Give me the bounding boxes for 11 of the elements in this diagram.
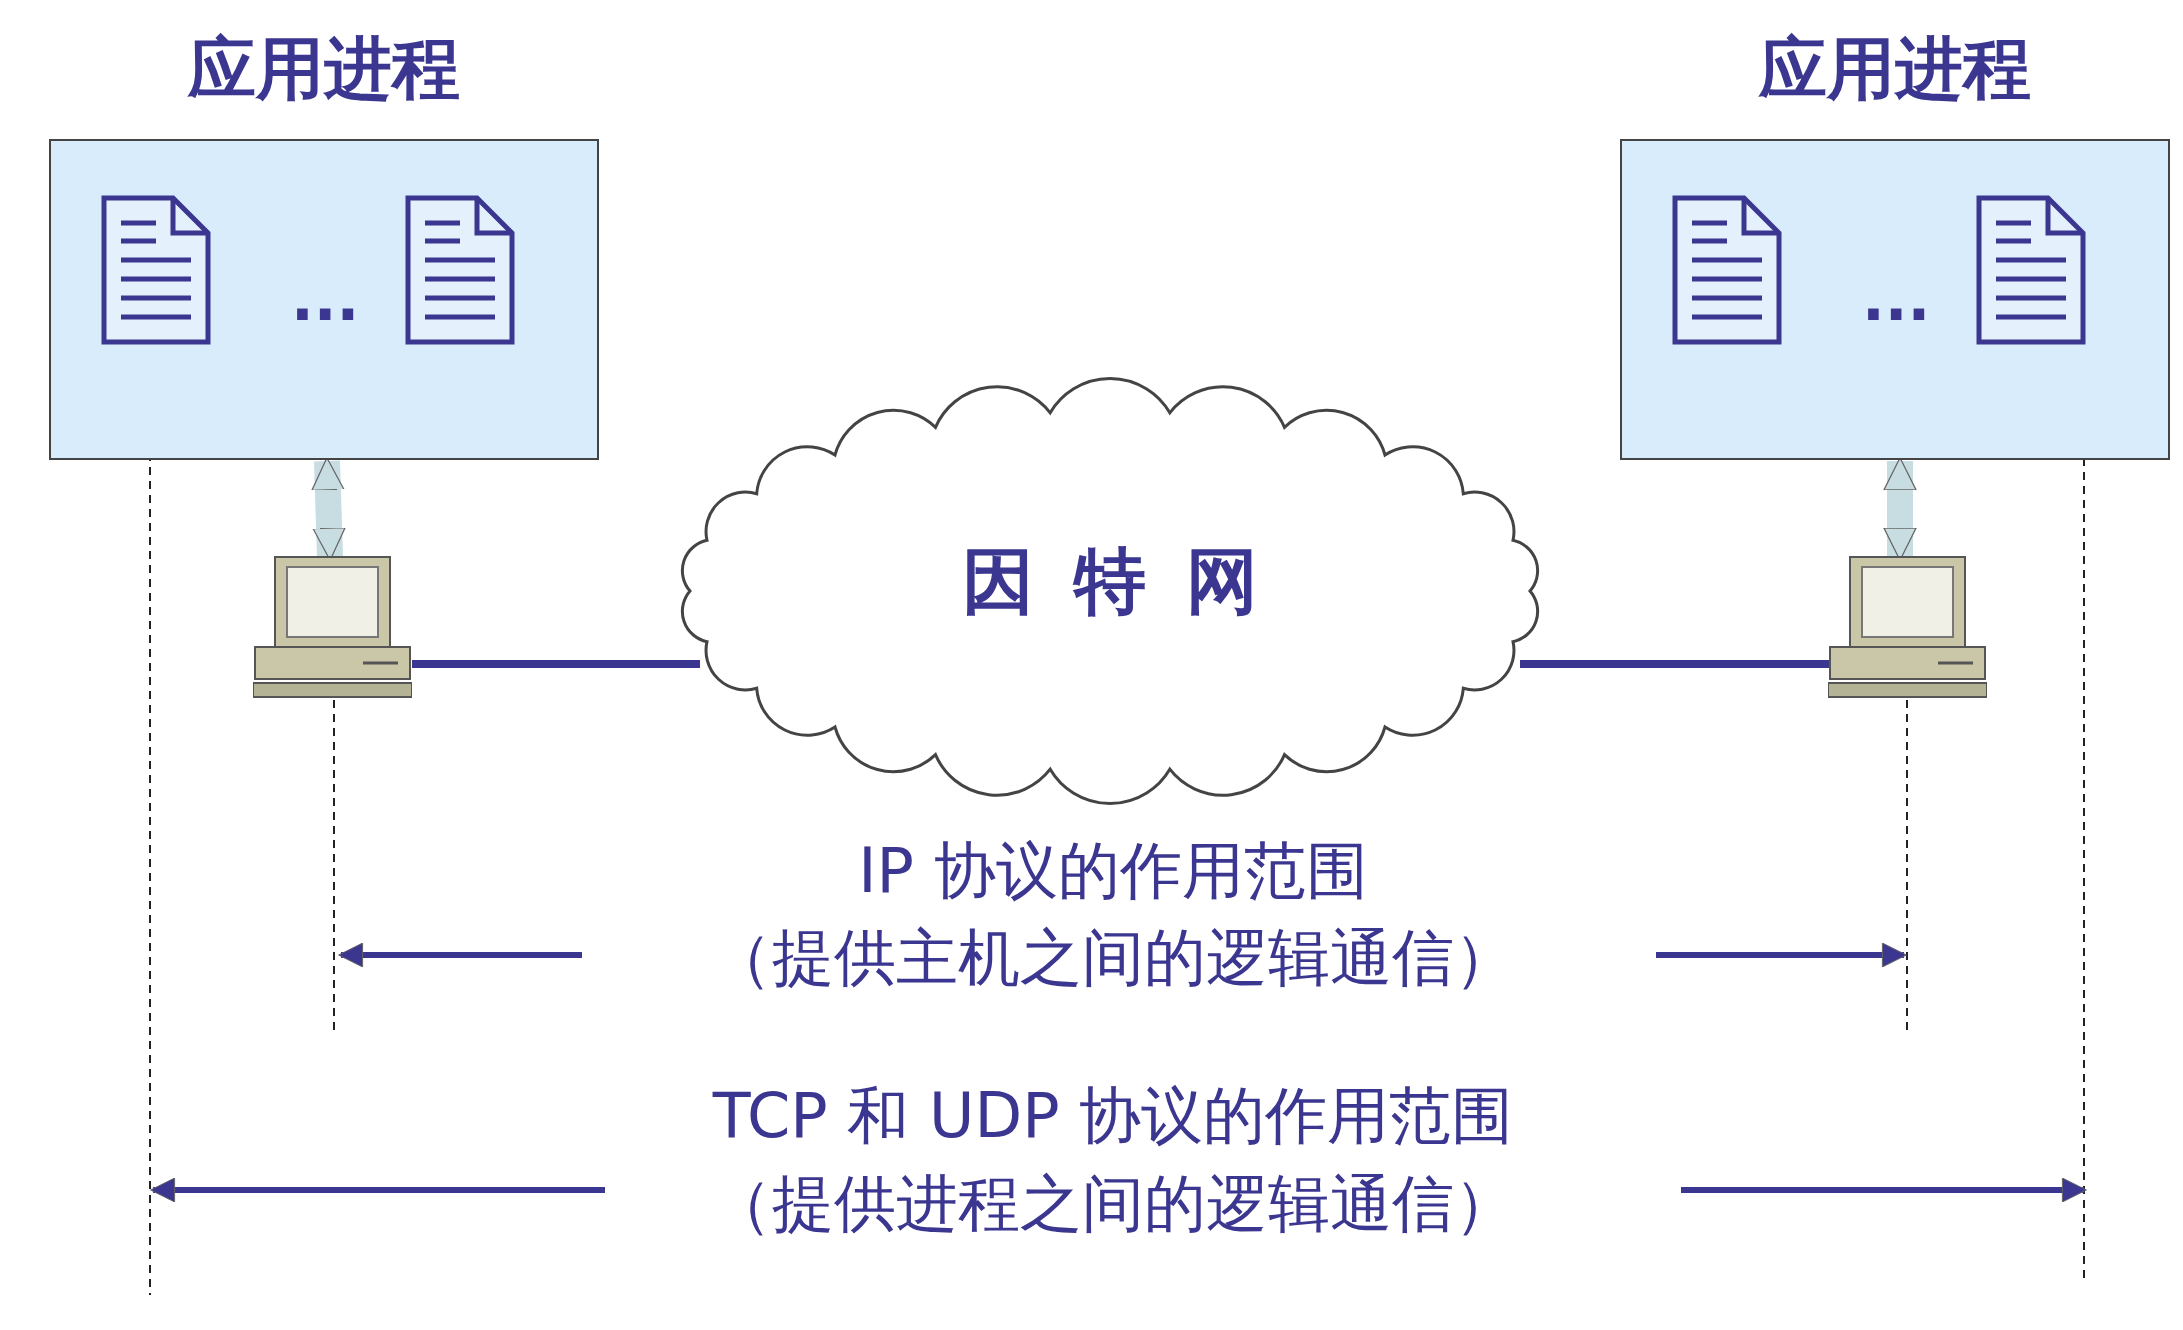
box-heading: 应用进程: [186, 29, 461, 109]
scope-title: TCP 和 UDP 协议的作用范围: [712, 1080, 1514, 1152]
ellipsis: ...: [291, 269, 360, 329]
scope-note: （提供主机之间的逻辑通信）: [710, 922, 1516, 994]
network-label: 因特网: [961, 539, 1299, 623]
ellipsis: ...: [1862, 269, 1931, 329]
scope-title: IP 协议的作用范围: [858, 835, 1368, 907]
box-heading: 应用进程: [1757, 29, 2032, 109]
scope-note: （提供进程之间的逻辑通信）: [710, 1168, 1516, 1240]
network-line: [412, 660, 700, 668]
network-line: [1520, 660, 1830, 668]
